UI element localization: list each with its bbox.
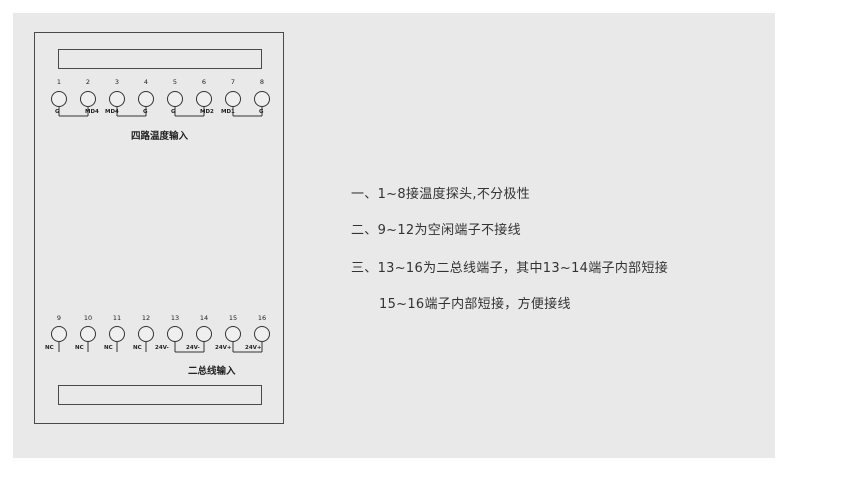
- note-line-2: 二、9~12为空闲端子不接线: [351, 223, 521, 238]
- terminal-label: G: [259, 109, 264, 115]
- terminal-number: 3: [114, 78, 120, 86]
- terminal-screw-icon: [51, 326, 67, 342]
- terminal-screw-icon: [254, 91, 270, 107]
- terminal-number: 8: [259, 78, 265, 86]
- terminal-screw-icon: [138, 326, 154, 342]
- terminal-number: 16: [257, 314, 267, 322]
- terminal-number: 11: [112, 314, 122, 322]
- note-line-3: 三、13~16为二总线端子，其中13~14端子内部短接: [351, 261, 669, 276]
- terminal-screw-icon: [109, 91, 125, 107]
- terminal-number: 9: [56, 314, 62, 322]
- terminal-label: 24V+: [245, 345, 262, 351]
- terminal-label: MD4: [85, 109, 99, 115]
- terminal-label: G: [55, 109, 60, 115]
- terminal-screw-icon: [80, 326, 96, 342]
- terminal-screw-icon: [80, 91, 96, 107]
- terminal-number: 13: [170, 314, 180, 322]
- terminal-number: 14: [199, 314, 209, 322]
- terminal-label: MD4: [105, 109, 119, 115]
- terminal-number: 5: [172, 78, 178, 86]
- terminal-screw-icon: [254, 326, 270, 342]
- terminal-number: 4: [143, 78, 149, 86]
- terminal-screw-icon: [225, 91, 241, 107]
- terminal-number: 1: [56, 78, 62, 86]
- wiring-lines: [58, 107, 263, 353]
- terminal-label: G: [171, 109, 176, 115]
- terminal-screw-icon: [109, 326, 125, 342]
- terminal-screw-icon: [225, 326, 241, 342]
- terminal-label: MD2: [200, 109, 214, 115]
- top-label-window: [58, 49, 262, 69]
- terminal-number: 15: [228, 314, 238, 322]
- terminal-label: NC: [45, 345, 54, 351]
- terminal-label: 24V+: [215, 345, 232, 351]
- terminal-label: MD1: [221, 109, 235, 115]
- note-line-4: 15~16端子内部短接，方便接线: [379, 297, 571, 312]
- bottom-block-caption: 二总线输入: [188, 366, 236, 377]
- diagram-panel: 1 2 3 4 5 6 7 8 G MD4 MD4 G G MD2 MD1 G …: [13, 13, 775, 458]
- terminal-label: NC: [133, 345, 142, 351]
- terminal-screw-icon: [167, 326, 183, 342]
- top-block-caption: 四路温度输入: [131, 131, 189, 142]
- terminal-module: [34, 32, 284, 424]
- terminal-screw-icon: [167, 91, 183, 107]
- terminal-number: 12: [141, 314, 151, 322]
- terminal-label: NC: [104, 345, 113, 351]
- note-line-1: 一、1~8接温度探头,不分极性: [351, 187, 531, 202]
- terminal-screw-icon: [51, 91, 67, 107]
- bottom-label-window: [58, 385, 262, 405]
- terminal-label: 24V-: [155, 345, 169, 351]
- terminal-screw-icon: [138, 91, 154, 107]
- terminal-number: 6: [201, 78, 207, 86]
- terminal-label: NC: [75, 345, 84, 351]
- terminal-label: G: [143, 109, 148, 115]
- terminal-label: 24V-: [186, 345, 200, 351]
- terminal-number: 10: [83, 314, 93, 322]
- terminal-number: 2: [85, 78, 91, 86]
- terminal-screw-icon: [196, 91, 212, 107]
- terminal-number: 7: [230, 78, 236, 86]
- terminal-screw-icon: [196, 326, 212, 342]
